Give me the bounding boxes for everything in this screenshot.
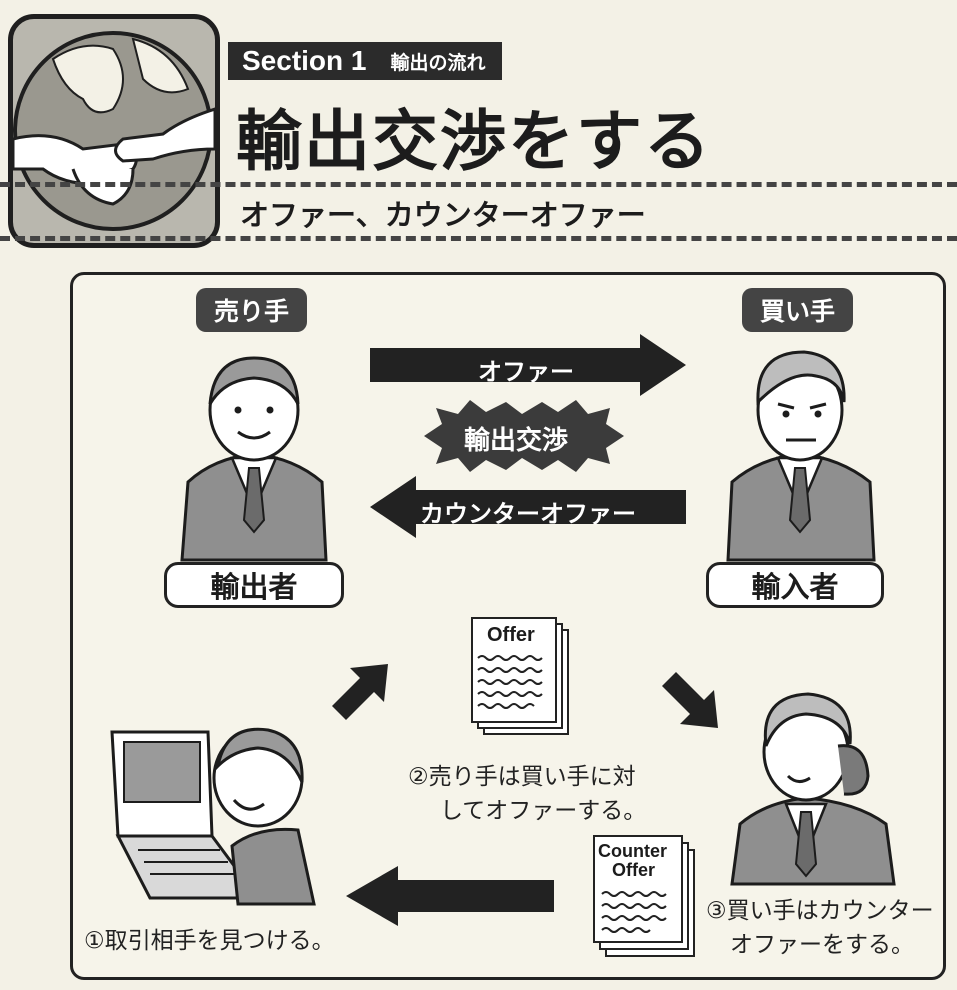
laptop-user-figure bbox=[108, 726, 318, 906]
exporter-figure bbox=[174, 350, 334, 562]
counter-offer-document bbox=[590, 832, 700, 960]
globe-handshake-logo bbox=[8, 14, 220, 248]
negotiation-label: 輸出交渉 bbox=[464, 426, 569, 456]
importer-figure bbox=[720, 346, 880, 562]
counter-offer-arrow-label: カウンターオファー bbox=[420, 500, 636, 528]
offer-document-title: Offer bbox=[487, 624, 535, 646]
page-subtitle: オファー、カウンターオファー bbox=[240, 198, 646, 232]
section-bar: Section 1 輸出の流れ bbox=[228, 42, 502, 80]
seller-tag: 売り手 bbox=[196, 288, 308, 332]
importer-label: 輸入者 bbox=[706, 562, 884, 608]
counter-offer-document-title-line1: Counter bbox=[598, 841, 667, 861]
section-topic: 輸出の流れ bbox=[390, 51, 486, 74]
step3-caption-line2: オファーをする。 bbox=[730, 932, 914, 958]
step2-caption-line1: ②売り手は買い手に対 bbox=[408, 764, 636, 790]
return-arrow bbox=[346, 866, 556, 926]
buyer-tag: 買い手 bbox=[742, 288, 854, 332]
counter-offer-document-title-line2: Offer bbox=[612, 860, 656, 880]
section-label: Section 1 bbox=[242, 45, 367, 76]
arrow-up-right bbox=[326, 660, 392, 726]
exporter-label: 輸出者 bbox=[164, 562, 344, 608]
step3-caption-line1: ③買い手はカウンター bbox=[706, 898, 934, 924]
page-title: 輸出交渉をする bbox=[236, 103, 712, 180]
step1-caption: ①取引相手を見つける。 bbox=[84, 928, 335, 954]
divider-bottom bbox=[0, 236, 957, 241]
counter-offer-arrow bbox=[370, 476, 688, 538]
negotiation-burst bbox=[424, 400, 624, 472]
offer-arrow bbox=[370, 334, 688, 396]
phone-user-figure bbox=[726, 686, 916, 886]
offer-document bbox=[468, 614, 576, 738]
offer-arrow-label: オファー bbox=[478, 358, 574, 386]
step2-caption-line2: してオファーする。 bbox=[440, 798, 647, 824]
arrow-down-right bbox=[656, 666, 722, 732]
divider-top bbox=[0, 182, 957, 187]
